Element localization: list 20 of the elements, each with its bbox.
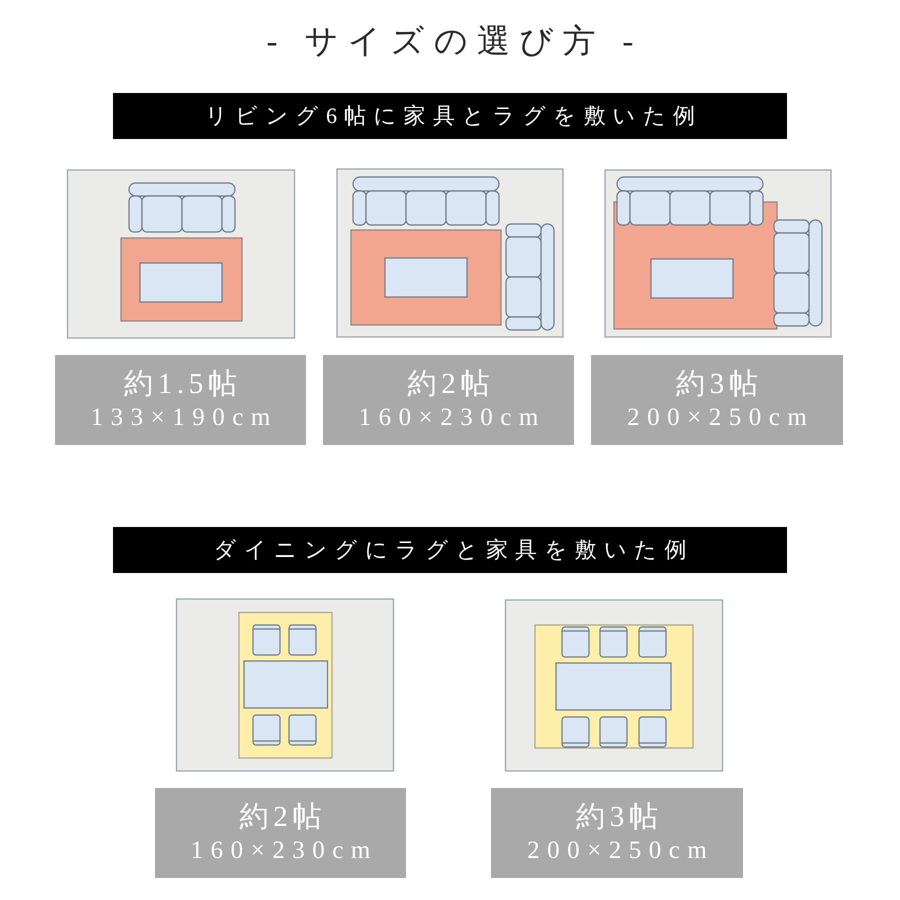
section-banner bbox=[113, 527, 787, 573]
tatami-size-text: 約3帖 bbox=[675, 367, 763, 402]
page-title: - サイズの選び方 - bbox=[266, 23, 643, 62]
tatami-size-text: 約3帖 bbox=[575, 800, 663, 835]
size-label-panel bbox=[491, 788, 743, 878]
tatami-size-text: 約2帖 bbox=[406, 367, 494, 402]
rug-dimension-text: 200×250cm bbox=[626, 403, 814, 433]
section-heading: リビング6帖に家具とラグを敷いた例 bbox=[204, 102, 702, 130]
tatami-size-text: 約1.5帖 bbox=[123, 367, 242, 402]
size-label-panel bbox=[591, 355, 843, 445]
section-banner bbox=[113, 93, 787, 139]
size-label-panel bbox=[55, 355, 306, 445]
rug-dimension-text: 200×250cm bbox=[526, 836, 714, 866]
rug-dimension-text: 133×190cm bbox=[90, 403, 278, 433]
size-label-panel bbox=[155, 788, 406, 878]
section-heading: ダイニングにラグと家具を敷いた例 bbox=[212, 536, 694, 564]
rug-dimension-text: 160×230cm bbox=[358, 403, 546, 433]
tatami-size-text: 約2帖 bbox=[238, 800, 326, 835]
size-label-panel bbox=[323, 355, 574, 445]
rug-dimension-text: 160×230cm bbox=[190, 836, 378, 866]
